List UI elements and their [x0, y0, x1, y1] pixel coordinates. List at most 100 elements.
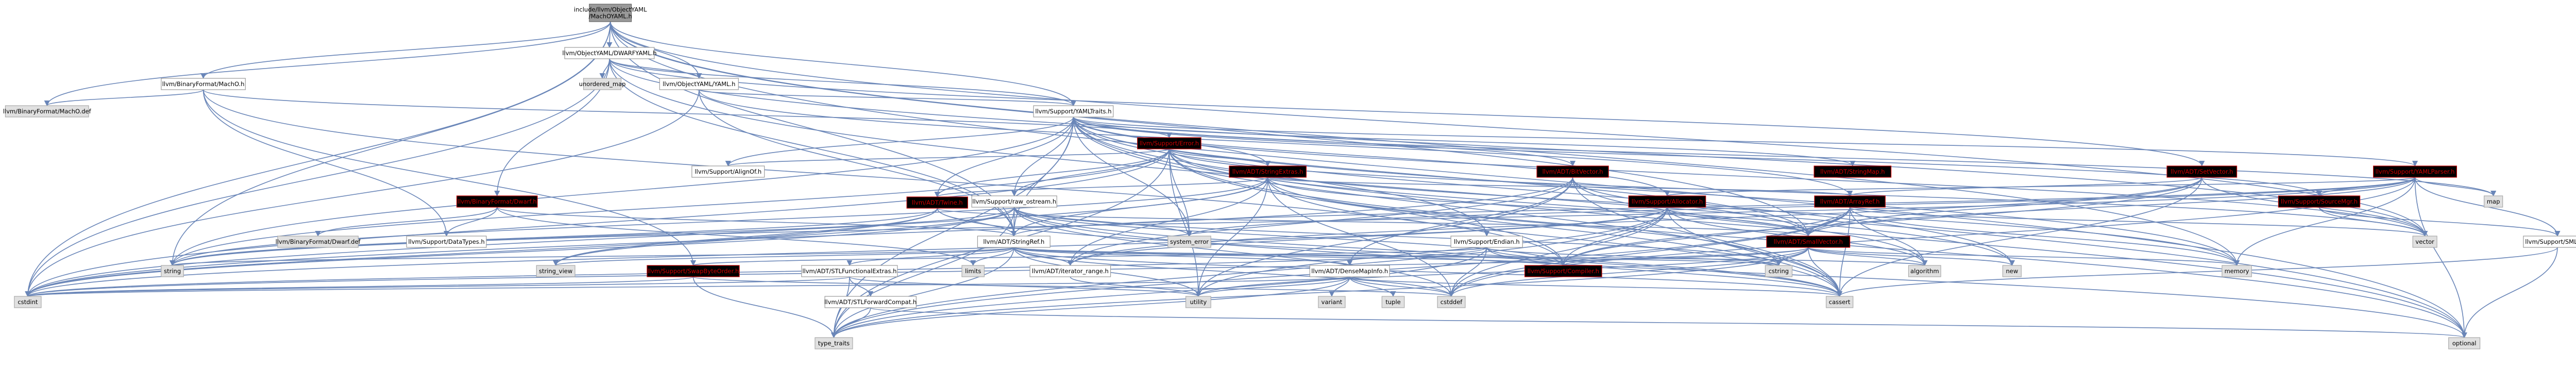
node-box [564, 47, 655, 59]
node-memory: memory [2222, 265, 2252, 277]
node-arrayref[interactable]: llvm/ADT/ArrayRef.h [1814, 195, 1886, 208]
node-stringmap[interactable]: llvm/ADT/StringMap.h [1814, 165, 1892, 178]
edge-stringextras-to-string [170, 177, 1268, 266]
node-box [1381, 296, 1405, 308]
edge-arrayref-to-memory [1849, 207, 2240, 266]
node-swapbyteorder[interactable]: llvm/Support/SwapByteOrder.h [647, 265, 740, 277]
node-box [824, 296, 917, 308]
node-sourcemgr[interactable]: llvm/Support/SourceMgr.h [2278, 195, 2361, 208]
node-box [2002, 265, 2022, 277]
dependency-edges [25, 21, 2561, 339]
node-box [1524, 265, 1602, 277]
edge-endian-to-swapbyteorder [690, 247, 1487, 266]
edge-yamltraits-to-alignof [725, 116, 1074, 167]
edge-support_error-to-string [170, 148, 1170, 266]
node-twine[interactable]: llvm/ADT/Twine.h [906, 196, 968, 209]
node-box [161, 265, 184, 277]
node-compiler[interactable]: llvm/Support/Compiler.h [1524, 265, 1602, 277]
node-densemapinfo[interactable]: llvm/ADT/DenseMapInfo.h [1309, 265, 1390, 277]
node-dwarfyaml[interactable]: llvm/ObjectYAML/DWARFYAML.h [562, 47, 657, 59]
node-setvector[interactable]: llvm/ADT/SetVector.h [2166, 165, 2238, 178]
node-stlforwardcompat[interactable]: llvm/ADT/STLForwardCompat.h [824, 296, 917, 308]
node-binfmt_dwarf[interactable]: llvm/BinaryFormat/Dwarf.h [456, 195, 538, 208]
edge-yamlparser-to-stringref [1011, 177, 2416, 237]
node-stringref[interactable]: llvm/ADT/StringRef.h [977, 236, 1050, 248]
node-support_error[interactable]: llvm/Support/Error.h [1137, 137, 1201, 149]
edge-allocator-to-compiler [1560, 207, 1668, 266]
node-box [2222, 265, 2252, 277]
edge-yamlparser-to-system_error [1187, 177, 2416, 237]
node-iterator_range[interactable]: llvm/ADT/iterator_range.h [1029, 265, 1111, 277]
edge-smloc-to-optional [2461, 247, 2558, 339]
node-tuple: tuple [1381, 296, 1405, 308]
edge-raw_ostream-to-compiler [1013, 207, 1566, 266]
node-label: llvm/ADT/StringExtras.h [1232, 168, 1303, 175]
node-smallvector[interactable]: llvm/ADT/SmallVector.h [1766, 236, 1851, 248]
edge-densemapinfo-to-variant [1329, 276, 1350, 297]
node-box [906, 196, 968, 209]
node-bitvector[interactable]: llvm/ADT/BitVector.h [1536, 165, 1609, 178]
node-alignof[interactable]: llvm/Support/AlignOf.h [691, 165, 765, 178]
node-box [1137, 137, 1201, 149]
edge-smallvector-to-type_traits [831, 247, 1809, 339]
node-box [5, 105, 89, 118]
node-yamlparser[interactable]: llvm/Support/YAMLParser.h [2373, 165, 2457, 178]
edge-raw_ostream-to-string_view [553, 207, 1015, 266]
edge-stlfunctionalextras-to-stlforwardcompat [849, 276, 874, 297]
node-label: cassert [1829, 298, 1851, 306]
edge-binfmt_macho-to-datatypes [202, 89, 450, 237]
node-label: llvm/Support/SMLoc.h [2525, 238, 2576, 245]
node-label: llvm/BinaryFormat/Dwarf.h [457, 198, 537, 205]
node-label: map [2487, 198, 2500, 205]
edge-sourcemgr-to-vector [2318, 207, 2428, 237]
edge-raw_ostream-to-system_error [1013, 207, 1193, 237]
node-label: algorithm [1910, 267, 1939, 275]
edge-yamltraits-to-sourcemgr [1073, 116, 2322, 197]
edge-bitvector-to-algorithm [1572, 177, 1928, 266]
node-raw_ostream[interactable]: llvm/Support/raw_ostream.h [971, 195, 1057, 208]
node-label: llvm/BinaryFormat/MachO.def [3, 108, 92, 115]
edge-raw_ostream-to-cstring [1013, 207, 1782, 266]
node-objyaml_yaml[interactable]: llvm/ObjectYAML/YAML.h [659, 78, 739, 90]
node-box [1825, 296, 1854, 308]
edge-bitvector-to-cstdint [25, 177, 1573, 297]
node-stringextras[interactable]: llvm/ADT/StringExtras.h [1229, 165, 1307, 178]
node-label: llvm/Support/Error.h [1140, 140, 1199, 147]
node-endian[interactable]: llvm/Support/Endian.h [1450, 236, 1523, 248]
edge-focal-to-cstdint [25, 21, 611, 297]
node-label: llvm/Support/SwapByteOrder.h [648, 267, 739, 275]
node-box [1450, 236, 1523, 248]
edge-endian-to-cstring [1486, 247, 1782, 266]
edge-stringextras-to-cassert [1267, 177, 1843, 297]
edge-raw_ostream-to-optional [1013, 207, 2467, 339]
edge-yamlparser-to-allocator [1665, 177, 2416, 197]
node-allocator[interactable]: llvm/Support/Allocator.h [1628, 195, 1706, 208]
node-box [14, 296, 42, 308]
node-smloc[interactable]: llvm/Support/SMLoc.h [2523, 236, 2576, 248]
edge-densemapinfo-to-tuple [1349, 276, 1396, 297]
edge-smallvector-to-memory [1807, 247, 2240, 266]
edge-twine-to-string_view [553, 208, 938, 266]
edge-support_error-to-compiler [1168, 148, 1566, 266]
node-label: llvm/ADT/STLForwardCompat.h [824, 298, 917, 306]
node-stlfunctionalextras[interactable]: llvm/ADT/STLFunctionalExtras.h [801, 265, 898, 277]
node-label: llvm/ADT/SetVector.h [2171, 168, 2233, 175]
edge-yamltraits-to-optional [1073, 116, 2467, 339]
edge-stringextras-to-cstdint [25, 177, 1268, 297]
node-focal[interactable]: include/llvm/ObjectYAML/MachOYAML.h [574, 4, 647, 22]
edge-binfmt_dwarf-to-datatypes [444, 207, 498, 237]
node-yamltraits[interactable]: llvm/Support/YAMLTraits.h [1033, 105, 1114, 118]
edge-allocator-to-utility [1195, 207, 1668, 297]
node-label: llvm/Support/YAMLTraits.h [1035, 108, 1111, 115]
node-box [2523, 236, 2576, 248]
edge-endian-to-type_traits [831, 247, 1487, 339]
node-label: llvm/BinaryFormat/MachO.h [162, 80, 245, 88]
node-new: new [2002, 265, 2022, 277]
node-box [536, 265, 575, 277]
node-label: llvm/ADT/STLFunctionalExtras.h [802, 267, 896, 275]
node-binfmt_macho[interactable]: llvm/BinaryFormat/MachO.h [161, 78, 246, 90]
edge-stringref-to-string_view [553, 247, 1014, 266]
node-label: llvm/ADT/StringMap.h [1820, 168, 1885, 175]
node-datatypes[interactable]: llvm/Support/DataTypes.h [406, 236, 487, 248]
edge-yamltraits-to-stringmap [1073, 116, 1856, 167]
